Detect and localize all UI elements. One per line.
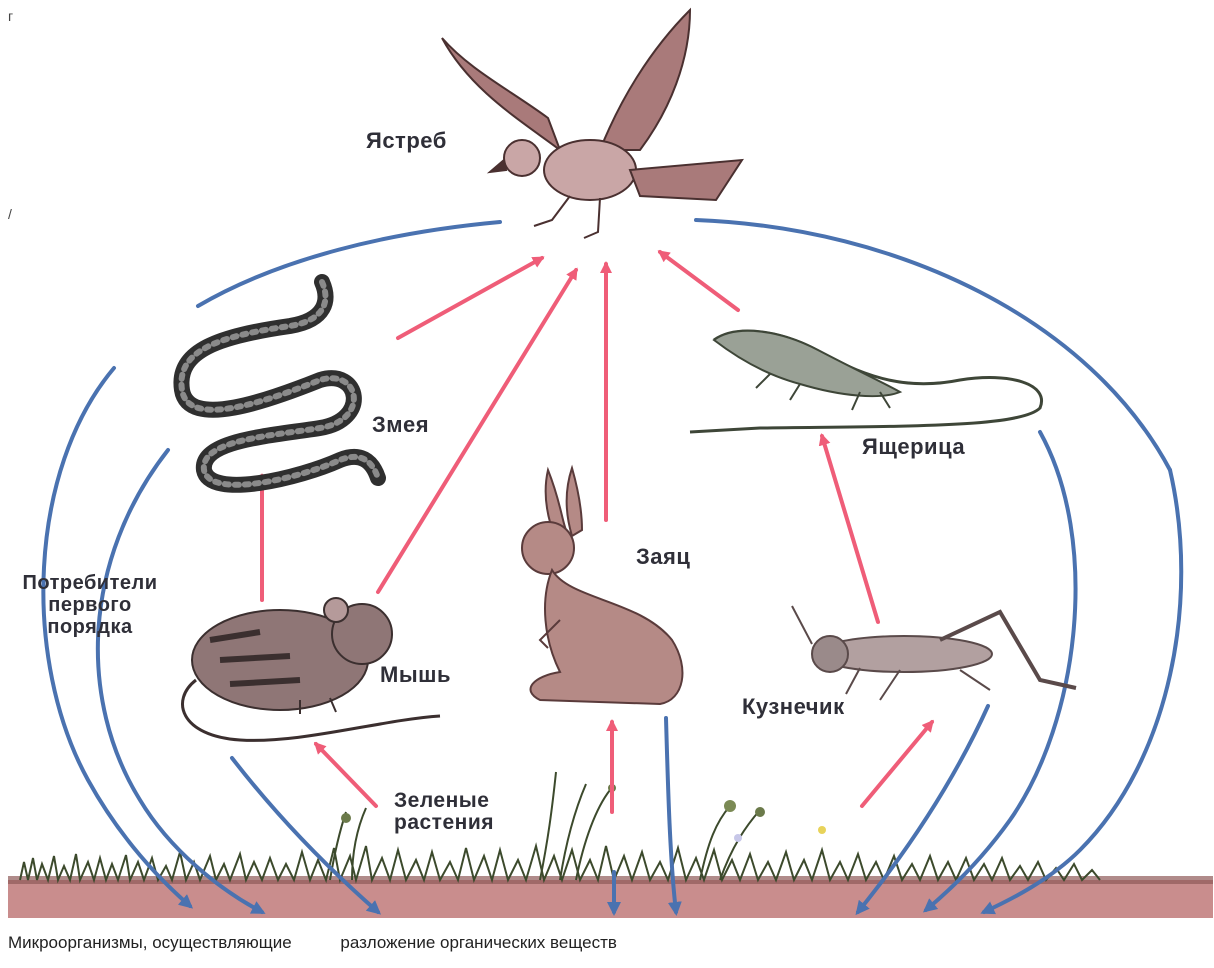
grasshopper-illustration: [792, 606, 1076, 700]
hare-illustration: [522, 468, 682, 704]
hawk-illustration: [442, 10, 742, 238]
arrow-grasshopper-to-lizard: [822, 436, 878, 622]
caption-part-1: Микроорганизмы, осуществляющие: [8, 933, 292, 952]
soil-layer: [8, 876, 1213, 918]
arrow-lizard-to-hawk: [660, 252, 738, 310]
arrow-plants-to-mouse: [316, 744, 376, 806]
snake-label: Змея: [372, 412, 429, 438]
hare-label: Заяц: [636, 544, 690, 570]
mouse-label: Мышь: [380, 662, 451, 688]
margin-mark-top: г: [8, 8, 13, 24]
lizard-illustration: [690, 331, 1042, 432]
grasshopper-label: Кузнечик: [742, 694, 845, 720]
caption-part-2: разложение органических веществ: [340, 933, 617, 952]
arrow-plants-to-grasshopper: [862, 722, 932, 806]
plants-label: Зеленые растения: [394, 790, 534, 834]
hawk-label: Ястреб: [366, 128, 447, 154]
margin-mark-middle: /: [8, 206, 12, 222]
snake-illustration: [181, 282, 378, 485]
arrow-snake-to-hawk: [398, 258, 542, 338]
lizard-label: Ящерица: [862, 434, 965, 460]
consumers-label: Потребители первого порядка: [10, 572, 170, 638]
arc-right-1: [926, 432, 1076, 910]
arc-right-2: [984, 470, 1181, 912]
grass-strip: [20, 772, 1100, 880]
arc-left-outer: [198, 222, 500, 306]
decomposers-caption: Микроорганизмы, осуществляющие разложени…: [8, 933, 661, 953]
